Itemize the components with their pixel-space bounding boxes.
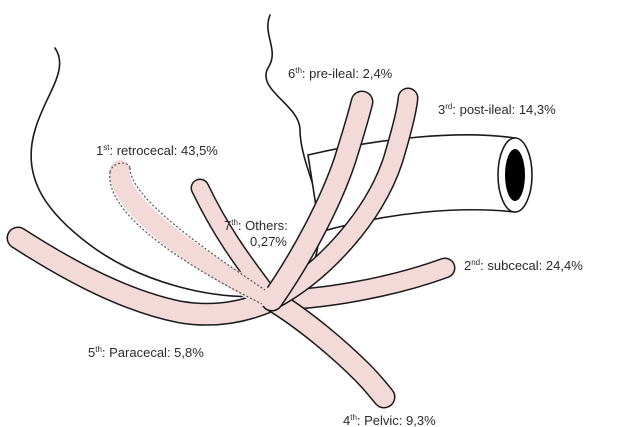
appendix-pelvic — [272, 300, 384, 397]
label-pelvic: 4th: Pelvic: 9,3% — [343, 413, 436, 427]
label-others-value: 0,27% — [250, 234, 287, 249]
label-retrocecal: 1st: retrocecal: 43,5% — [96, 143, 218, 158]
ileum-lumen — [505, 149, 525, 201]
label-paracecal: 5th: Paracecal: 5,8% — [88, 345, 204, 360]
label-post-ileal: 3rd: post-ileal: 14,3% — [438, 102, 556, 117]
label-pre-ileal: 6th: pre-ileal: 2,4% — [288, 66, 393, 81]
label-subcecal: 2nd: subcecal: 24,4% — [464, 258, 583, 273]
